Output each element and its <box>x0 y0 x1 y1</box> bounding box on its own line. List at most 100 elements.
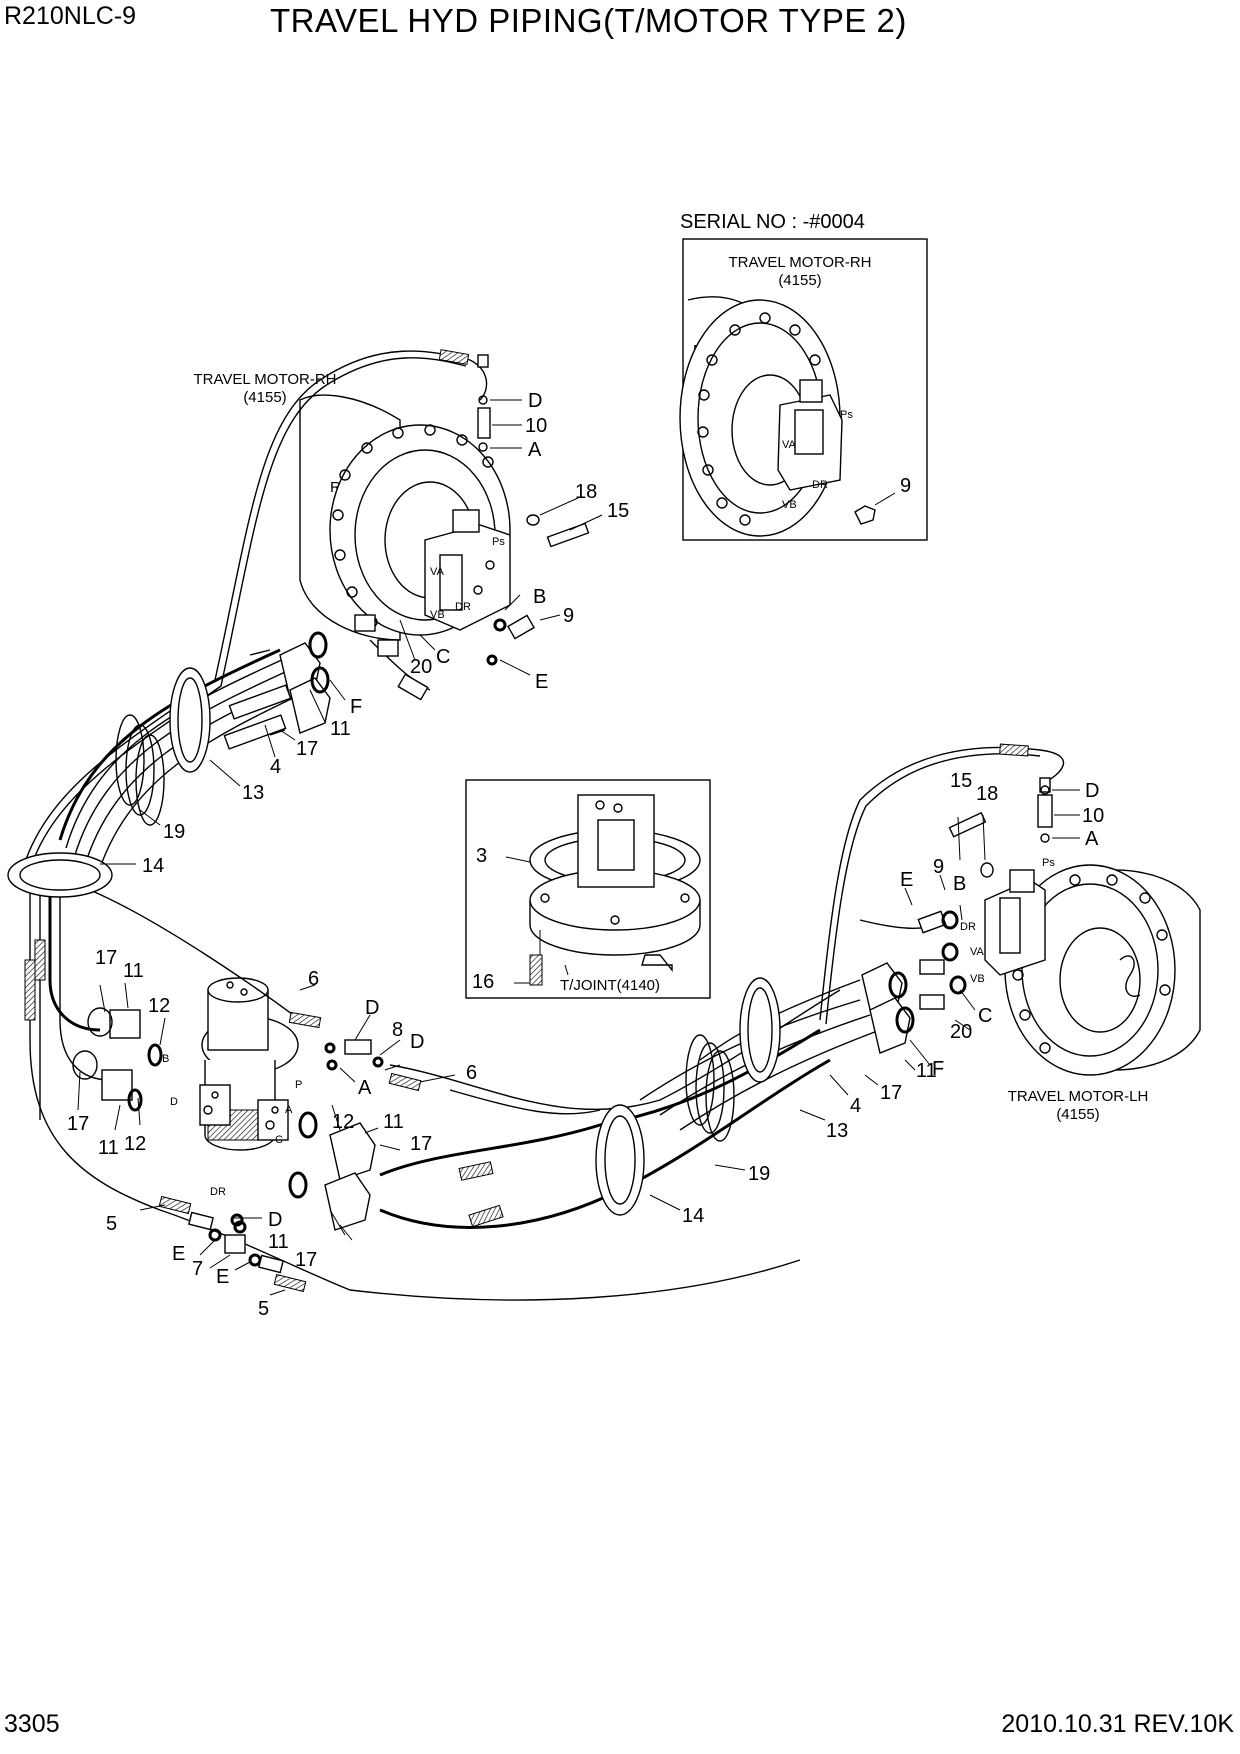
callout: D <box>365 997 379 1019</box>
inset-serial-box: SERIAL NO : -#0004 TRAVEL MOTOR-RH (4155… <box>679 211 928 541</box>
page-number: 3305 <box>4 1710 60 1738</box>
callout: D <box>410 1031 424 1053</box>
callout: 19 <box>748 1163 770 1185</box>
callout: 4 <box>270 756 281 778</box>
callout: 7 <box>192 1258 203 1280</box>
callout: 5 <box>106 1213 117 1235</box>
callout: E <box>535 671 548 693</box>
tj-port-c: C <box>275 1134 283 1146</box>
callout: 12 <box>332 1111 354 1133</box>
tj-port-p: P <box>295 1079 302 1091</box>
callout: E <box>216 1266 229 1288</box>
callout: 11 <box>383 1111 404 1133</box>
motor-lh-title: TRAVEL MOTOR-LH <box>1008 1088 1149 1105</box>
callout: 11 <box>330 718 351 740</box>
inset-port-dr: DR <box>812 479 828 491</box>
callout: 11 <box>916 1060 937 1082</box>
callout: 12 <box>124 1133 146 1155</box>
lh-port-dr: DR <box>960 921 976 933</box>
callout: F <box>932 1058 944 1080</box>
inset-serial-label: SERIAL NO : -#0004 <box>680 211 865 233</box>
callout: 8 <box>392 1019 403 1041</box>
inset-travel-motor-drawing: Ps VA VB DR <box>679 296 896 537</box>
tj-port-dr: DR <box>210 1186 226 1198</box>
callout: C <box>436 646 450 668</box>
callout: 11 <box>98 1137 119 1159</box>
callout: 18 <box>575 481 597 503</box>
model-number: R210NLC-9 <box>4 2 137 30</box>
clamp-rings <box>7 667 781 1216</box>
callout: 14 <box>682 1205 704 1227</box>
tjoint-label: T/JOINT(4140) <box>560 977 660 994</box>
inset-port-vb: VB <box>782 499 797 511</box>
callout: A <box>358 1077 372 1099</box>
inset-motor-title: TRAVEL MOTOR-RH <box>728 254 871 271</box>
turning-joint-drawing: B D P A C DR <box>162 977 302 1198</box>
callout: B <box>533 586 546 608</box>
callout: 11 <box>268 1231 289 1253</box>
callout: 13 <box>826 1120 848 1142</box>
callout: 20 <box>410 656 432 678</box>
callout: D <box>528 390 542 412</box>
inset-callout-9: 9 <box>900 475 911 497</box>
callout: 17 <box>296 738 318 760</box>
callout: 17 <box>880 1082 902 1104</box>
motor-rh-title: TRAVEL MOTOR-RH <box>193 371 336 388</box>
lh-port-va: VA <box>970 946 985 958</box>
callout: 17 <box>295 1249 317 1271</box>
callout: C <box>978 1005 992 1027</box>
callout-labels: D 10 A 18 15 B 9 20 C E F 11 17 4 13 19 … <box>67 390 1104 1320</box>
callout: B <box>953 873 966 895</box>
callout: 15 <box>950 770 972 792</box>
tj-port-b: B <box>162 1053 169 1065</box>
callout: 15 <box>607 500 629 522</box>
callout: A <box>528 439 542 461</box>
callout: E <box>172 1243 185 1265</box>
leader-lines <box>77 399 1080 1296</box>
callout: 13 <box>242 782 264 804</box>
callout: 12 <box>148 995 170 1017</box>
motor-lh-code: (4155) <box>1056 1106 1099 1123</box>
callout: 10 <box>1082 805 1104 827</box>
callout: 10 <box>525 415 547 437</box>
callout: 17 <box>67 1113 89 1135</box>
motor-rh-code: (4155) <box>243 389 286 406</box>
inset-tjoint-box: 3 16 T/JOINT(4140) <box>465 779 711 999</box>
inset-port-ps: Ps <box>840 409 853 421</box>
callout: 11 <box>123 960 144 982</box>
callout: 4 <box>850 1095 861 1117</box>
joint-callout-16: 16 <box>472 971 494 993</box>
callout: 6 <box>308 968 319 990</box>
rh-port-dr: DR <box>455 601 471 613</box>
callout: 9 <box>563 605 574 627</box>
page-title: TRAVEL HYD PIPING(T/MOTOR TYPE 2) <box>270 2 907 39</box>
callout: D <box>268 1209 282 1231</box>
callout: 19 <box>163 821 185 843</box>
travel-motor-rh-drawing: TRAVEL MOTOR-RH (4155) RH Ps VA VB DR <box>193 371 511 641</box>
tj-port-a: A <box>285 1104 293 1116</box>
callout: F <box>350 696 362 718</box>
callout: 5 <box>258 1298 269 1320</box>
callout: 18 <box>976 783 998 805</box>
revision-date: 2010.10.31 REV.10K <box>1001 1710 1234 1738</box>
rh-port-vb: VB <box>430 609 445 621</box>
lh-port-ps: Ps <box>1042 857 1055 869</box>
callout: D <box>1085 780 1099 802</box>
callout: 9 <box>933 856 944 878</box>
fittings <box>72 354 1053 1274</box>
rh-port-ps: Ps <box>492 536 505 548</box>
callout: 14 <box>142 855 164 877</box>
rh-port-va: VA <box>430 566 445 578</box>
inset-port-va: VA <box>782 439 797 451</box>
inset-motor-code: (4155) <box>778 272 821 289</box>
callout: 20 <box>950 1021 972 1043</box>
joint-callout-3: 3 <box>476 845 487 867</box>
callout: 17 <box>95 947 117 969</box>
travel-motor-lh-drawing: TRAVEL MOTOR-LH (4155) LH Ps VA VB DR <box>960 857 1201 1123</box>
callout: 6 <box>466 1062 477 1084</box>
tj-port-d: D <box>170 1096 178 1108</box>
callout: E <box>900 869 913 891</box>
lh-port-vb: VB <box>970 973 985 985</box>
callout: A <box>1085 828 1099 850</box>
